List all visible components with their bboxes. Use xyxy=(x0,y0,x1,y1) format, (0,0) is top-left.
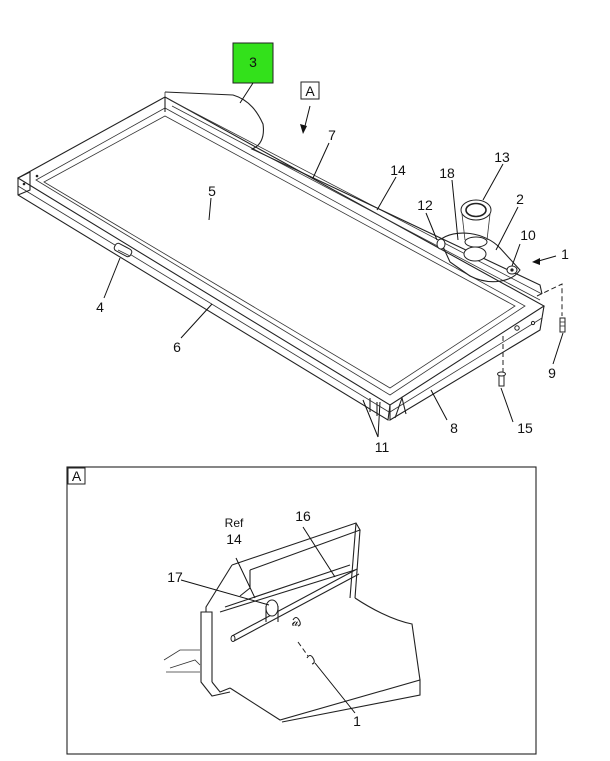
callout-14: 14 xyxy=(390,162,406,178)
callout-9: 9 xyxy=(548,365,556,381)
detail-frame xyxy=(66,466,537,755)
callout-13: 13 xyxy=(494,149,510,165)
screw-9 xyxy=(559,317,566,333)
front-frame xyxy=(17,178,391,421)
screw-15 xyxy=(497,371,506,387)
detail-view-a: A 𝒶 Ref 14 xyxy=(66,466,537,755)
handle-slot xyxy=(113,242,133,258)
callout-10: 10 xyxy=(520,227,536,243)
callout-11: 11 xyxy=(375,439,390,455)
detail-callout-16: 16 xyxy=(295,508,311,524)
rod-16 xyxy=(231,568,358,637)
tray-assembly xyxy=(16,96,546,421)
callout-7: 7 xyxy=(328,127,336,143)
callout-6: 6 xyxy=(173,339,181,355)
callout-2: 2 xyxy=(516,191,524,207)
cup-holder-assembly xyxy=(436,199,521,283)
callout-3-label: 3 xyxy=(249,54,257,70)
callout-5: 5 xyxy=(208,183,216,199)
clip-icon: 𝒶 xyxy=(292,615,299,629)
detail-view-label: A xyxy=(72,468,82,484)
detail-ref-number: 14 xyxy=(226,531,242,547)
detail-callout-1: 1 xyxy=(353,713,361,729)
leader-lines xyxy=(103,82,564,438)
highlight-callout-3: 3 xyxy=(232,42,274,84)
detail-ref-word: Ref xyxy=(225,516,244,530)
callout-12: 12 xyxy=(417,197,433,213)
callout-8: 8 xyxy=(450,420,458,436)
callout-4: 4 xyxy=(96,299,104,315)
detail-callout-17: 17 xyxy=(167,569,183,585)
back-panel xyxy=(164,91,543,295)
callout-1: 1 xyxy=(561,246,569,262)
callout-18: 18 xyxy=(439,165,455,181)
view-marker-a: A xyxy=(300,81,320,134)
view-marker-label: A xyxy=(305,83,315,99)
bracket-17 xyxy=(265,599,279,617)
callout-15: 15 xyxy=(517,420,533,436)
